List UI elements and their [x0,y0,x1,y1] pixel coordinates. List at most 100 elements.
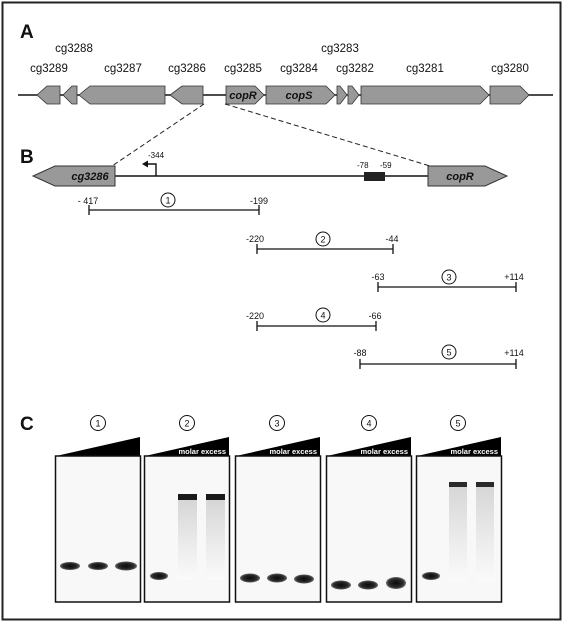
shifted-band [178,494,197,500]
panel-label-b: B [20,147,34,168]
free-dna-band [331,580,351,590]
gel-number: 1 [95,418,100,428]
fragment-end-label: -44 [385,234,398,244]
fragment-end-label: +114 [504,348,524,358]
gel-number-circle [361,415,377,431]
tss-arrowhead [142,160,148,168]
fragment-start-label: - 417 [78,196,99,206]
gene-label-cg3283: cg3283 [321,43,359,55]
complex-smear [206,500,225,580]
gene-inner-copr-detail: copR [446,171,474,183]
free-dna-band [115,561,137,571]
fragment-end-label: -66 [368,311,381,321]
gene-arrow-cg3281 [360,85,490,105]
binding-site-box [364,172,385,181]
fragment-number: 1 [165,195,170,205]
fragment-3: -63 +114 3 [371,269,524,292]
free-dna-band [267,573,287,583]
gene-arrow-cg3284 [265,85,336,105]
fragment-start-label: -63 [371,272,384,282]
free-dna-band [386,577,406,589]
free-dna-band [358,580,378,590]
gene-arrow-cg3287 [78,85,166,105]
gene-arrow-cg3286-detail [31,165,116,187]
fragment-number-circle [315,231,331,247]
gene-label-cg3285: cg3285 [224,63,262,75]
free-dna-band [60,562,80,570]
gel-number: 3 [274,418,279,428]
fragment-5: -88 +114 5 [353,344,524,369]
complex-smear [476,486,494,582]
molar-excess-label: molar excess [360,447,408,456]
molar-excess-wedge [417,437,501,456]
shifted-band [206,494,225,500]
free-dna-band [150,572,168,580]
free-dna-band [88,562,108,570]
fragment-end-label: +114 [504,272,524,282]
gene-arrow-cg3288 [62,85,78,105]
gene-arrow-cg3282 [347,85,360,105]
gene-arrow-cg3286 [169,85,204,105]
zoom-line-left [111,103,205,167]
binding-box-right-label: -59 [380,161,392,170]
free-dna-band [294,574,314,584]
fragment-number: 5 [446,347,451,357]
gel-number-circle [450,415,466,431]
fragment-number-circle [441,269,457,285]
molar-excess-wedge [145,437,229,456]
panel-label-a: A [20,22,34,43]
fragment-number-circle [441,344,457,360]
gel-4: 4 molar excess [325,415,413,603]
fragment-start-label: -220 [246,234,264,244]
fragment-2: -220 -44 2 [246,231,399,254]
molar-excess-wedge [56,437,140,456]
shifted-band [476,482,494,487]
gene-inner-copr: copR [229,90,257,102]
gene-label-cg3286: cg3286 [168,63,206,75]
gel-number: 5 [455,418,460,428]
free-dna-band [240,573,260,583]
zoom-line-right [224,103,431,167]
complex-smear [178,500,197,580]
gel-number-circle [179,415,195,431]
gel-number: 4 [366,418,371,428]
gene-arrow-copr-detail [427,165,509,187]
gel-number: 2 [184,418,189,428]
molar-excess-label: molar excess [450,447,498,456]
gene-label-cg3288: cg3288 [55,43,93,55]
gene-arrow-cg3285 [225,85,265,105]
fragment-end-label: -199 [250,196,268,206]
gene-inner-cg3286-detail: cg3286 [71,171,109,183]
gel-frame [54,455,142,603]
complex-smear [449,486,467,582]
molar-excess-label: molar excess [269,447,317,456]
molar-excess-label: molar excess [178,447,226,456]
fragment-start-label: -220 [246,311,264,321]
free-dna-band [422,572,440,580]
fragment-number: 4 [320,310,325,320]
gene-arrow-cg3280 [489,85,530,105]
gene-label-cg3280: cg3280 [491,63,529,75]
intergenic-region: cg3286 copR -344 -78 -59 [31,151,509,187]
tss-label: -344 [148,151,165,160]
fragment-1: - 417 -199 1 [78,192,268,215]
shifted-band [449,482,467,487]
binding-box-left-label: -78 [357,161,369,170]
gel-number-circle [90,415,106,431]
gene-label-cg3287: cg3287 [104,63,142,75]
gene-map: copR copS cg3289 cg3288 cg3287 cg3286 cg… [18,43,553,105]
gel-1: 1 [54,415,142,603]
gene-inner-cops: copS [286,90,314,102]
gel-2: 2 molar excess [143,415,231,603]
gel-number-circle [269,415,285,431]
gel-5: 5 molar excess [415,415,503,603]
molar-excess-wedge [327,437,411,456]
gel-3: 3 molar excess [234,415,322,603]
fragment-number: 2 [320,234,325,244]
fragment-start-label: -88 [353,348,366,358]
tss-arrow [147,163,157,176]
gene-arrow-cg3289 [36,85,61,105]
fragment-4: -220 -66 4 [246,307,382,331]
gene-label-cg3289: cg3289 [30,63,68,75]
